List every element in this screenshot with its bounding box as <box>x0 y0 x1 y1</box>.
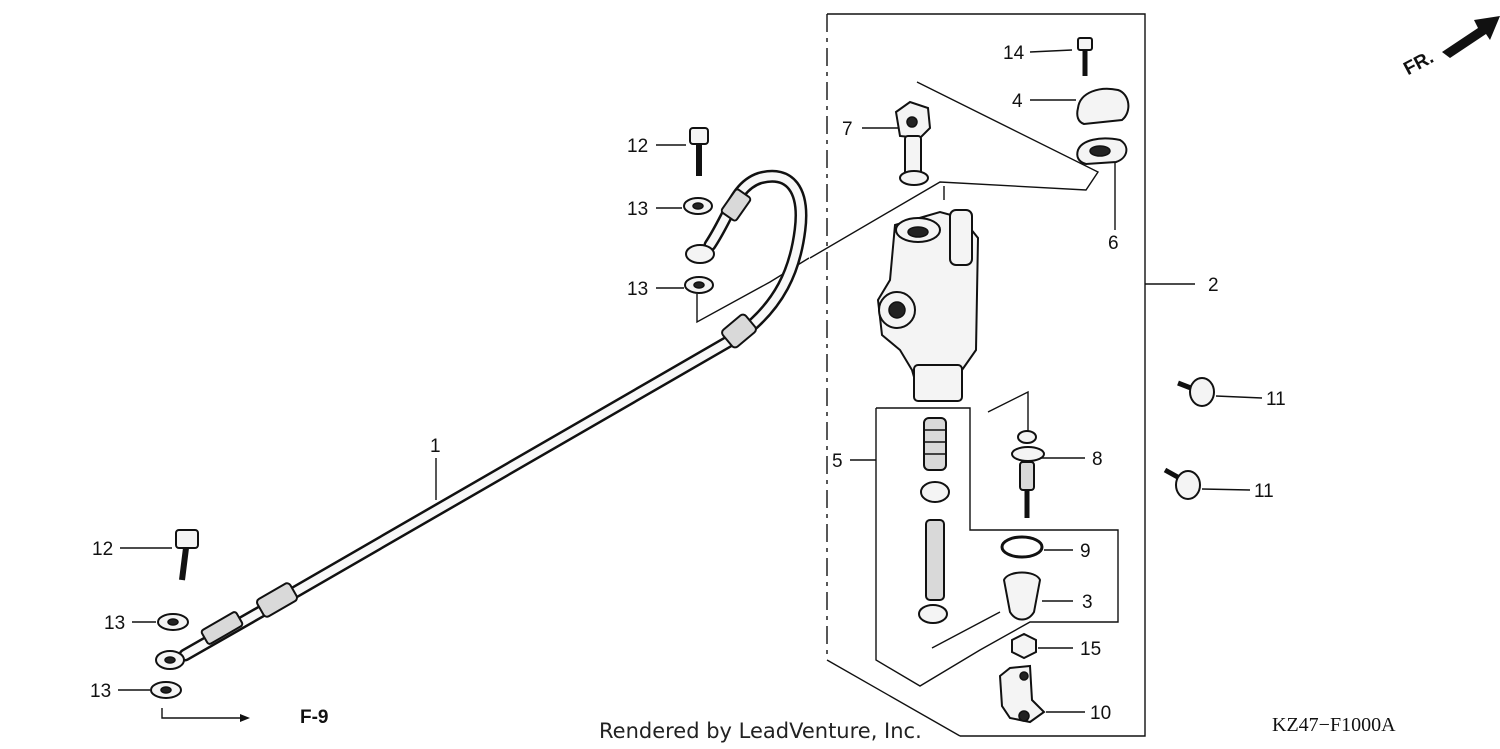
washer-13-d <box>150 681 182 699</box>
bolt-12-upper <box>689 127 709 176</box>
callout-4: 4 <box>1012 91 1023 112</box>
cover-4 <box>1076 87 1130 126</box>
diaphragm-plate-6 <box>1076 137 1128 166</box>
circlip-9 <box>1000 535 1044 559</box>
direction-label: FR. <box>1400 47 1437 80</box>
callout-14: 14 <box>1003 43 1025 64</box>
piston-set-5 <box>918 417 950 624</box>
callout-10: 10 <box>1090 703 1111 724</box>
callout-7: 7 <box>842 119 853 140</box>
callout-13-b: 13 <box>627 279 648 300</box>
leader-lines <box>118 49 1263 713</box>
joint-part-7 <box>894 100 932 186</box>
callout-11-lower: 11 <box>1254 481 1274 502</box>
callout-9: 9 <box>1080 541 1091 562</box>
callout-8: 8 <box>1092 449 1103 470</box>
reference-label: F-9 <box>300 707 329 728</box>
washer-13-c <box>157 613 189 631</box>
callout-5: 5 <box>832 451 843 472</box>
direction-arrow-icon <box>1442 16 1500 58</box>
assembly-bracket <box>826 13 1195 737</box>
callout-1: 1 <box>430 436 441 457</box>
reference-arrow <box>161 708 250 722</box>
master-cylinder-body <box>876 209 980 402</box>
push-rod-8 <box>1011 430 1045 518</box>
washer-13-b <box>684 276 714 294</box>
callout-2: 2 <box>1208 275 1219 296</box>
boot-3 <box>1002 571 1042 621</box>
bolt-11-lower <box>1163 467 1201 500</box>
callout-13-d: 13 <box>90 681 111 702</box>
nut-15 <box>1011 632 1037 660</box>
callout-13-c: 13 <box>104 613 125 634</box>
callout-3: 3 <box>1082 592 1093 613</box>
bolt-12-lower <box>175 529 199 581</box>
brake-hose <box>155 169 808 670</box>
diagram-code: KZ47−F1000A <box>1272 714 1396 736</box>
bolt-11-upper <box>1177 377 1215 407</box>
callout-12-upper: 12 <box>627 136 648 157</box>
joint-10 <box>998 664 1046 724</box>
callout-15: 15 <box>1080 639 1101 660</box>
callout-6: 6 <box>1108 233 1119 254</box>
callout-13-a: 13 <box>627 199 648 220</box>
credit-text: Rendered by LeadVenture, Inc. <box>599 719 922 743</box>
callout-12-lower: 12 <box>92 539 113 560</box>
washer-13-a <box>683 197 713 215</box>
callout-11-upper: 11 <box>1266 389 1286 410</box>
cap-screw-14 <box>1077 37 1093 76</box>
